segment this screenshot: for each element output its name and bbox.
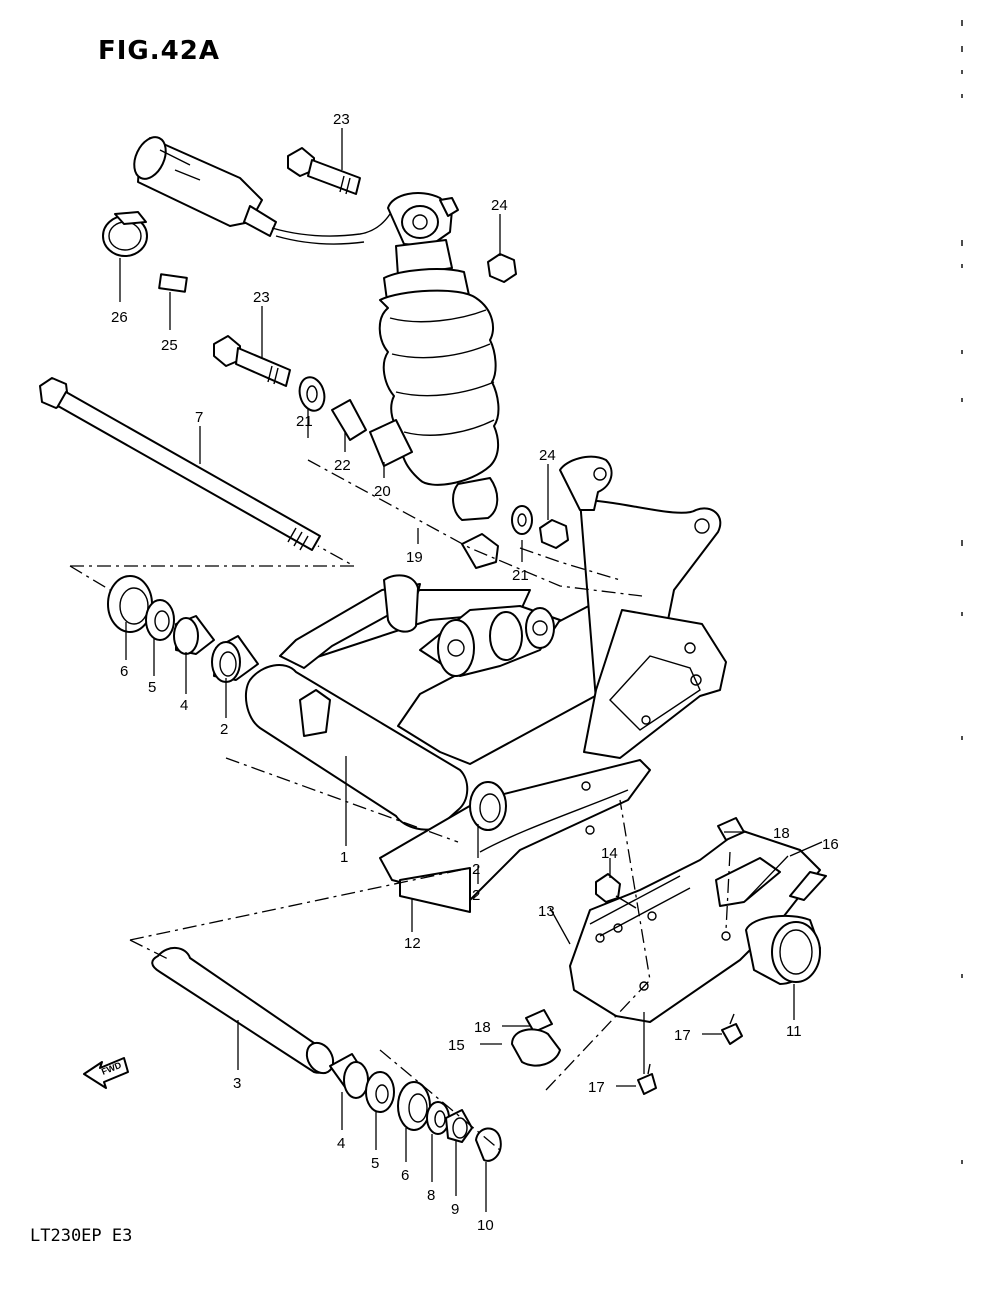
lower-pivot-tube	[151, 947, 335, 1075]
callout-7: 7	[195, 409, 203, 426]
cushion-pad	[158, 273, 188, 293]
callout-18-lower: 18	[474, 1019, 491, 1036]
callout-26: 26	[111, 309, 128, 326]
alignment-lines	[69, 459, 731, 1151]
screw-right	[721, 1023, 743, 1045]
callout-labels: 23 24 26 25 23 7 21 22 20 24 19 21 6 5 4…	[111, 111, 839, 1234]
seal-ring	[745, 914, 821, 985]
callout-4-upper: 4	[180, 697, 188, 714]
callout-19: 19	[406, 549, 423, 566]
callout-2-middle: 2	[472, 861, 480, 878]
shock-nut-lower	[539, 519, 569, 549]
bushing	[369, 419, 413, 467]
screw-lower	[637, 1073, 657, 1095]
rear-shock-absorber	[378, 192, 500, 521]
hose-clamp	[102, 211, 148, 257]
callout-10: 10	[477, 1217, 494, 1234]
callout-11: 11	[786, 1023, 802, 1040]
callout-2-lower: 2	[472, 887, 480, 904]
callout-23-lower: 23	[253, 289, 270, 306]
callout-2-left: 2	[220, 721, 228, 738]
callout-9: 9	[451, 1201, 459, 1218]
fwd-arrow-icon: FWD	[83, 1057, 129, 1089]
callout-17-right: 17	[674, 1027, 691, 1044]
clip-bracket	[511, 1028, 561, 1067]
bearing-stack-left	[107, 575, 259, 683]
washer-upper	[298, 376, 326, 412]
callout-5-upper: 5	[148, 679, 156, 696]
leader-lines	[119, 128, 823, 1212]
callout-4-lower: 4	[337, 1135, 345, 1152]
callout-15: 15	[448, 1037, 465, 1054]
bearing-stack-right	[329, 1053, 502, 1162]
model-code: LT230EP E3	[30, 1226, 133, 1246]
pivot-shaft	[39, 377, 321, 551]
guard-bracket	[715, 857, 781, 907]
spacer-collar	[331, 399, 367, 441]
figure-title: FIG.42A	[98, 36, 220, 66]
swingarm	[244, 455, 727, 913]
washer-lower	[511, 505, 533, 535]
callout-6-lower: 6	[401, 1167, 409, 1184]
nut-plate-lower	[525, 1009, 553, 1033]
callout-12: 12	[404, 935, 421, 952]
callout-3: 3	[233, 1075, 241, 1092]
shock-reservoir	[133, 136, 391, 245]
shock-bolt-lower	[213, 335, 291, 387]
callout-16: 16	[822, 836, 839, 853]
bolt-skid-upper	[595, 873, 621, 903]
callout-6-upper: 6	[120, 663, 128, 680]
callout-18-upper: 18	[773, 825, 790, 842]
callout-5-lower: 5	[371, 1155, 379, 1172]
callout-24-upper: 24	[491, 197, 508, 214]
callout-8: 8	[427, 1187, 435, 1204]
callout-1: 1	[340, 849, 348, 866]
callout-14: 14	[601, 845, 618, 862]
callout-20: 20	[374, 483, 391, 500]
callout-17-lower: 17	[588, 1079, 605, 1096]
callout-24-lower: 24	[539, 447, 556, 464]
callout-21-upper: 21	[296, 413, 313, 430]
callout-22: 22	[334, 457, 351, 474]
callout-13: 13	[538, 903, 555, 920]
shock-bolt-upper	[287, 147, 361, 195]
callout-25: 25	[161, 337, 178, 354]
callout-21-lower: 21	[512, 567, 529, 584]
shock-nut-upper	[487, 253, 517, 283]
callout-23-upper: 23	[333, 111, 350, 128]
